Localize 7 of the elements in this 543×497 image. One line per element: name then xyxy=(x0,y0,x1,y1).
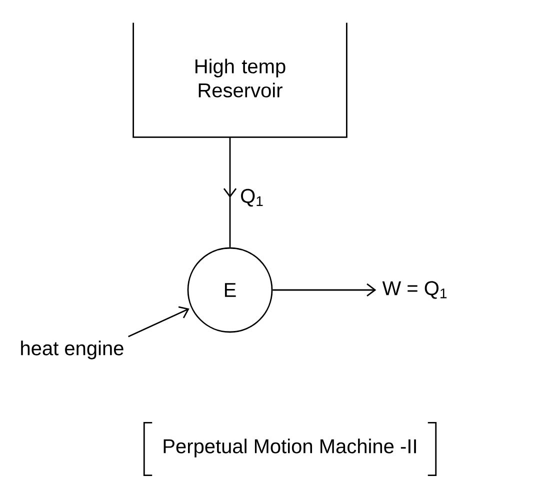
work-label: W = Q$_{1}$ xyxy=(382,281,447,299)
arrow xyxy=(272,283,376,297)
arrow xyxy=(128,306,190,338)
edge-label: Q$_{1}$ xyxy=(239,188,265,208)
caption: Perpetual Motion Machine -II xyxy=(164,438,416,458)
reservoir-box: High temp Reservoir xyxy=(132,22,348,138)
engine-label: heat engine xyxy=(21,340,124,360)
